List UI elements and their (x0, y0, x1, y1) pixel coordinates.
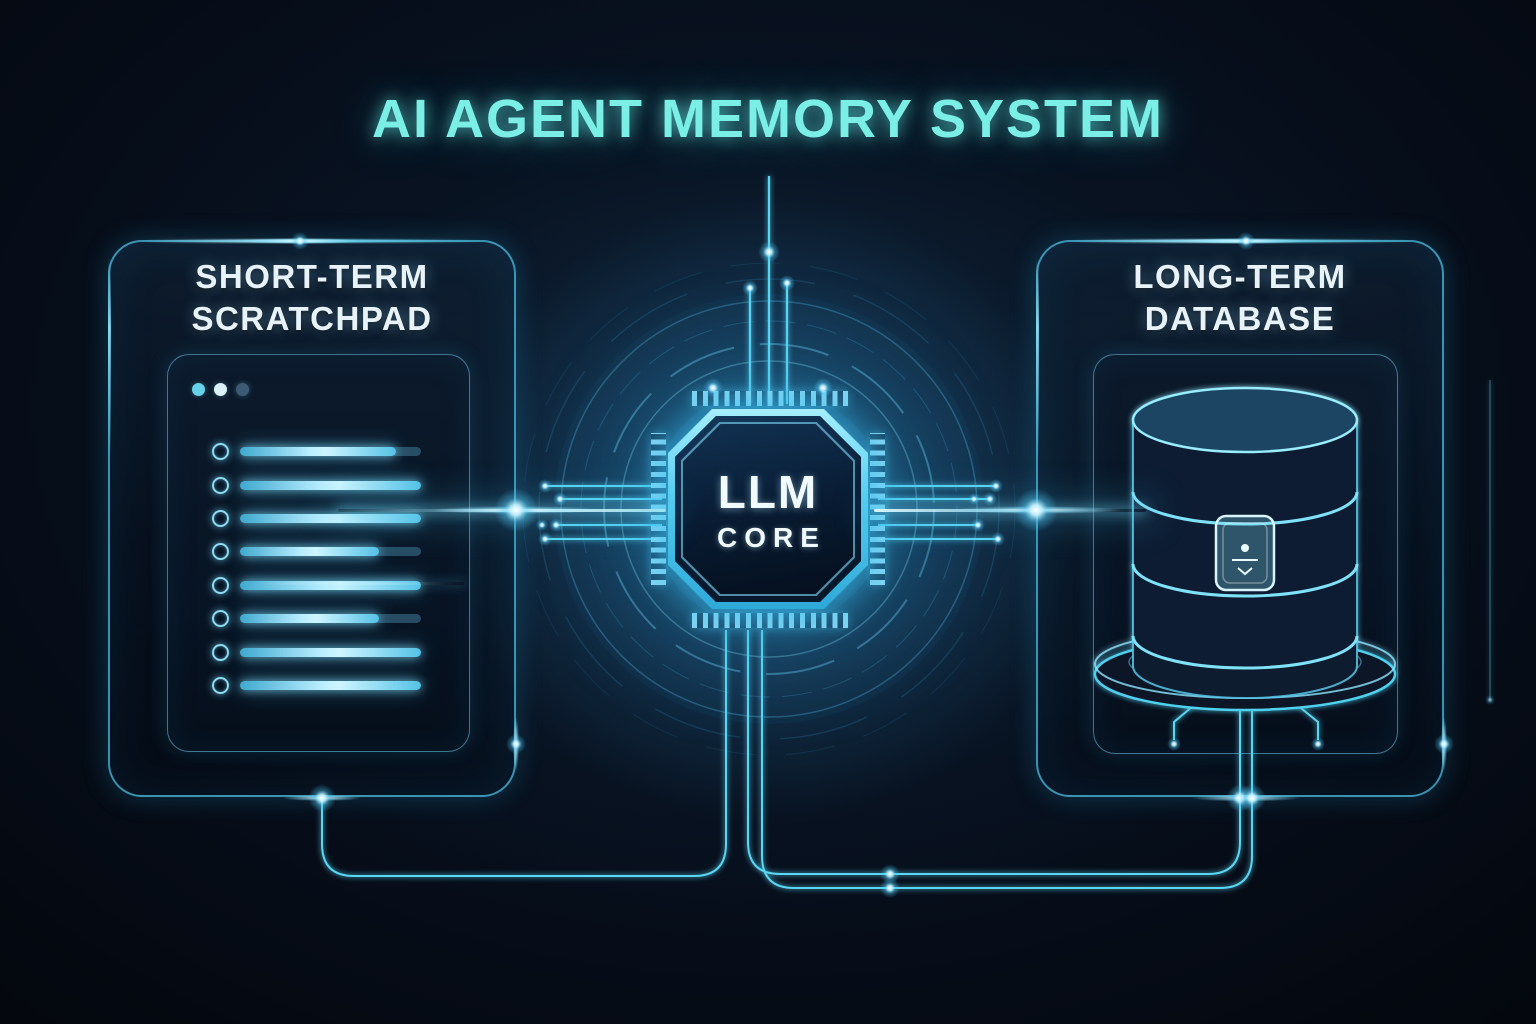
bar-fill (240, 680, 421, 690)
chip-label-line1: LLM (717, 465, 819, 518)
scratchpad-item-bar (240, 580, 421, 590)
bar-fill (240, 547, 380, 557)
right-panel-heading-line1: LONG-TERM (1133, 258, 1347, 295)
cpu-chip-icon: LLM CORE (668, 409, 868, 609)
database-card (1093, 354, 1398, 754)
left-panel-heading-line1: SHORT-TERM (195, 258, 429, 295)
scratchpad-item-bar (240, 680, 421, 690)
chip-label-line2: CORE (717, 521, 826, 553)
left-data-beam (338, 508, 666, 512)
page-title: AI AGENT MEMORY SYSTEM (371, 89, 1165, 149)
right-panel-heading: LONG-TERM DATABASE (1038, 256, 1442, 339)
scratchpad-shimmer (248, 582, 464, 585)
panel-top-glint (1070, 239, 1410, 243)
scratchpad-item (168, 468, 469, 501)
bullet-circle-icon (212, 509, 229, 527)
scratchpad-item-bar (240, 647, 421, 657)
panel-top-glint (142, 239, 482, 243)
bar-fill (240, 614, 380, 624)
scratchpad-item-bar (240, 547, 421, 557)
bar-fill (240, 480, 421, 490)
window-dot-icon (214, 383, 227, 396)
right-data-beam (874, 508, 1146, 512)
window-dot-icon (236, 383, 249, 396)
scratchpad-item-bar (240, 480, 421, 490)
scratchpad-item-bar (240, 614, 421, 624)
scratchpad-item (168, 569, 469, 602)
short-term-scratchpad-panel: SHORT-TERM SCRATCHPAD (108, 239, 516, 797)
long-term-database-panel: LONG-TERM DATABASE (1036, 239, 1444, 797)
panel-left-glint (108, 258, 111, 458)
scratchpad-item-bar (240, 513, 421, 523)
scratchpad-item (168, 502, 469, 535)
bullet-circle-icon (212, 643, 229, 661)
scratchpad-item (168, 669, 469, 702)
bullet-circle-icon (212, 543, 229, 561)
scratchpad-item (168, 635, 469, 668)
chip-pins-bottom (692, 613, 848, 628)
bullet-circle-icon (212, 610, 229, 628)
window-dots (192, 383, 249, 396)
bullet-circle-icon (212, 443, 229, 461)
bar-fill (240, 647, 421, 657)
scratchpad-card (167, 354, 470, 752)
chip-core-face (683, 424, 853, 594)
panel-left-glint (1036, 258, 1039, 458)
scratchpad-list (168, 435, 469, 702)
bullet-circle-icon (212, 576, 229, 594)
window-dot-icon (192, 383, 205, 396)
scratchpad-item-bar (240, 447, 421, 457)
chip-pins-top (692, 391, 848, 406)
chip-label: LLM CORE (668, 409, 868, 609)
scratchpad-item (168, 535, 469, 568)
right-panel-heading-line2: DATABASE (1144, 299, 1336, 337)
bar-fill (240, 580, 421, 590)
left-panel-heading-line2: SCRATCHPAD (191, 299, 433, 337)
bar-fill (240, 513, 421, 523)
bullet-circle-icon (212, 476, 229, 494)
scratchpad-item (168, 602, 469, 635)
bullet-circle-icon (212, 676, 229, 694)
left-panel-heading: SHORT-TERM SCRATCHPAD (110, 256, 514, 339)
bar-fill (240, 447, 396, 457)
scratchpad-item (168, 435, 469, 468)
